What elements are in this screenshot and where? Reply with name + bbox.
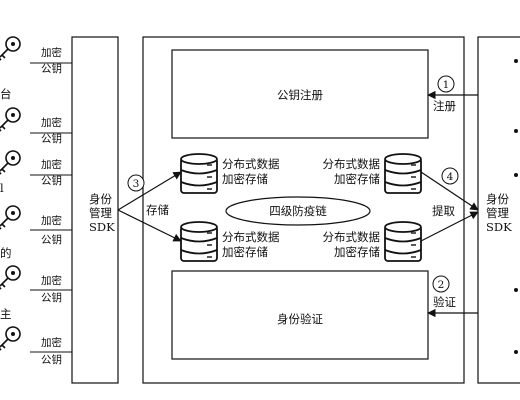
step-1-marker: 1 xyxy=(437,75,455,93)
chain-label: 四级防疫链 xyxy=(269,204,327,218)
storage-label-tl-line1: 分布式数据 xyxy=(222,157,280,171)
entity-1-key-line1: 加密 xyxy=(41,46,62,59)
right-sdk-line1: 身份 xyxy=(486,192,509,206)
storage-label-bl-line2: 加密存储 xyxy=(222,245,268,259)
storage-label-bl-line1: 分布式数据 xyxy=(222,230,280,244)
step-4-label: 提取 xyxy=(432,204,455,218)
key-icon xyxy=(0,326,21,351)
entity-2-key-line2: 公钥 xyxy=(41,132,62,145)
database-icon xyxy=(384,153,422,194)
right-connector-dot xyxy=(514,59,518,63)
right-sdk-line2: 管理 xyxy=(486,206,509,220)
entity-6-key-line1: 加密 xyxy=(41,336,62,349)
storage-label-tr-line2: 加密存储 xyxy=(334,172,380,186)
entity-6-label: 主 xyxy=(0,307,12,321)
left-sdk-line2: 管理 xyxy=(89,206,112,220)
step-2-marker: 2 xyxy=(432,275,450,293)
step-1-label: 注册 xyxy=(433,99,456,113)
entity-4-key-line1: 加密 xyxy=(41,214,62,227)
left-sdk-line3: SDK xyxy=(89,220,115,234)
storage-label-br-line1: 分布式数据 xyxy=(323,230,381,244)
left-entity-6: 主 加密 公钥 xyxy=(0,307,85,366)
right-connector-dot xyxy=(514,173,518,177)
entity-2-key-line1: 加密 xyxy=(41,116,62,129)
step-4-marker: 4 xyxy=(441,167,459,185)
key-icon xyxy=(0,107,21,132)
database-icon xyxy=(180,221,218,262)
entity-5-key-line1: 加密 xyxy=(41,274,62,287)
step-4-number: 4 xyxy=(447,171,454,183)
right-connector-dot xyxy=(514,288,518,292)
right-connector-dot xyxy=(514,129,518,133)
entity-5-key-line2: 公钥 xyxy=(41,291,62,304)
left-sdk-line1: 身份 xyxy=(89,192,112,206)
step-3-number: 3 xyxy=(133,178,140,190)
right-sdk-line3: SDK xyxy=(486,220,512,234)
public-key-registration-label: 公钥注册 xyxy=(277,88,323,102)
center-frame xyxy=(142,36,465,384)
database-icon xyxy=(180,153,218,194)
key-icon xyxy=(0,36,21,61)
entity-1-key-line2: 公钥 xyxy=(41,62,62,75)
right-sdk-box: 身份 管理 SDK xyxy=(477,36,520,384)
database-icon xyxy=(384,221,422,262)
entity-3-key-line1: 加密 xyxy=(41,158,62,171)
right-connector-dot xyxy=(514,350,518,354)
identity-verification-label: 身份验证 xyxy=(277,312,323,326)
entity-5-label: 的 xyxy=(0,246,12,260)
step-3-marker: 3 xyxy=(127,174,145,192)
key-icon xyxy=(0,205,21,230)
entity-6-key-line2: 公钥 xyxy=(41,353,62,366)
step-1-number: 1 xyxy=(443,79,450,91)
storage-label-tl-line2: 加密存储 xyxy=(222,172,268,186)
left-entity-5: 的 加密 公钥 xyxy=(0,246,85,304)
chain-ellipse: 四级防疫链 xyxy=(225,196,371,226)
store-arrows xyxy=(117,171,182,242)
extract-arrows xyxy=(420,171,479,242)
left-sdk-box: 身份 管理 SDK xyxy=(71,36,119,384)
key-icon xyxy=(0,265,21,290)
public-key-registration-box: 公钥注册 xyxy=(171,49,429,139)
identity-verification-box: 身份验证 xyxy=(171,270,429,360)
storage-label-br-line2: 加密存储 xyxy=(334,245,380,259)
entity-2-label: 台 xyxy=(0,87,12,101)
entity-4-key-line2: 公钥 xyxy=(41,233,62,246)
key-icon xyxy=(0,150,21,175)
entity-3-key-line2: 公钥 xyxy=(41,174,62,187)
step-3-label: 存储 xyxy=(146,203,169,217)
storage-label-tr-line1: 分布式数据 xyxy=(323,157,381,171)
entity-4-label: l xyxy=(0,181,4,195)
step-2-label: 验证 xyxy=(433,295,456,309)
step-2-number: 2 xyxy=(438,279,445,291)
